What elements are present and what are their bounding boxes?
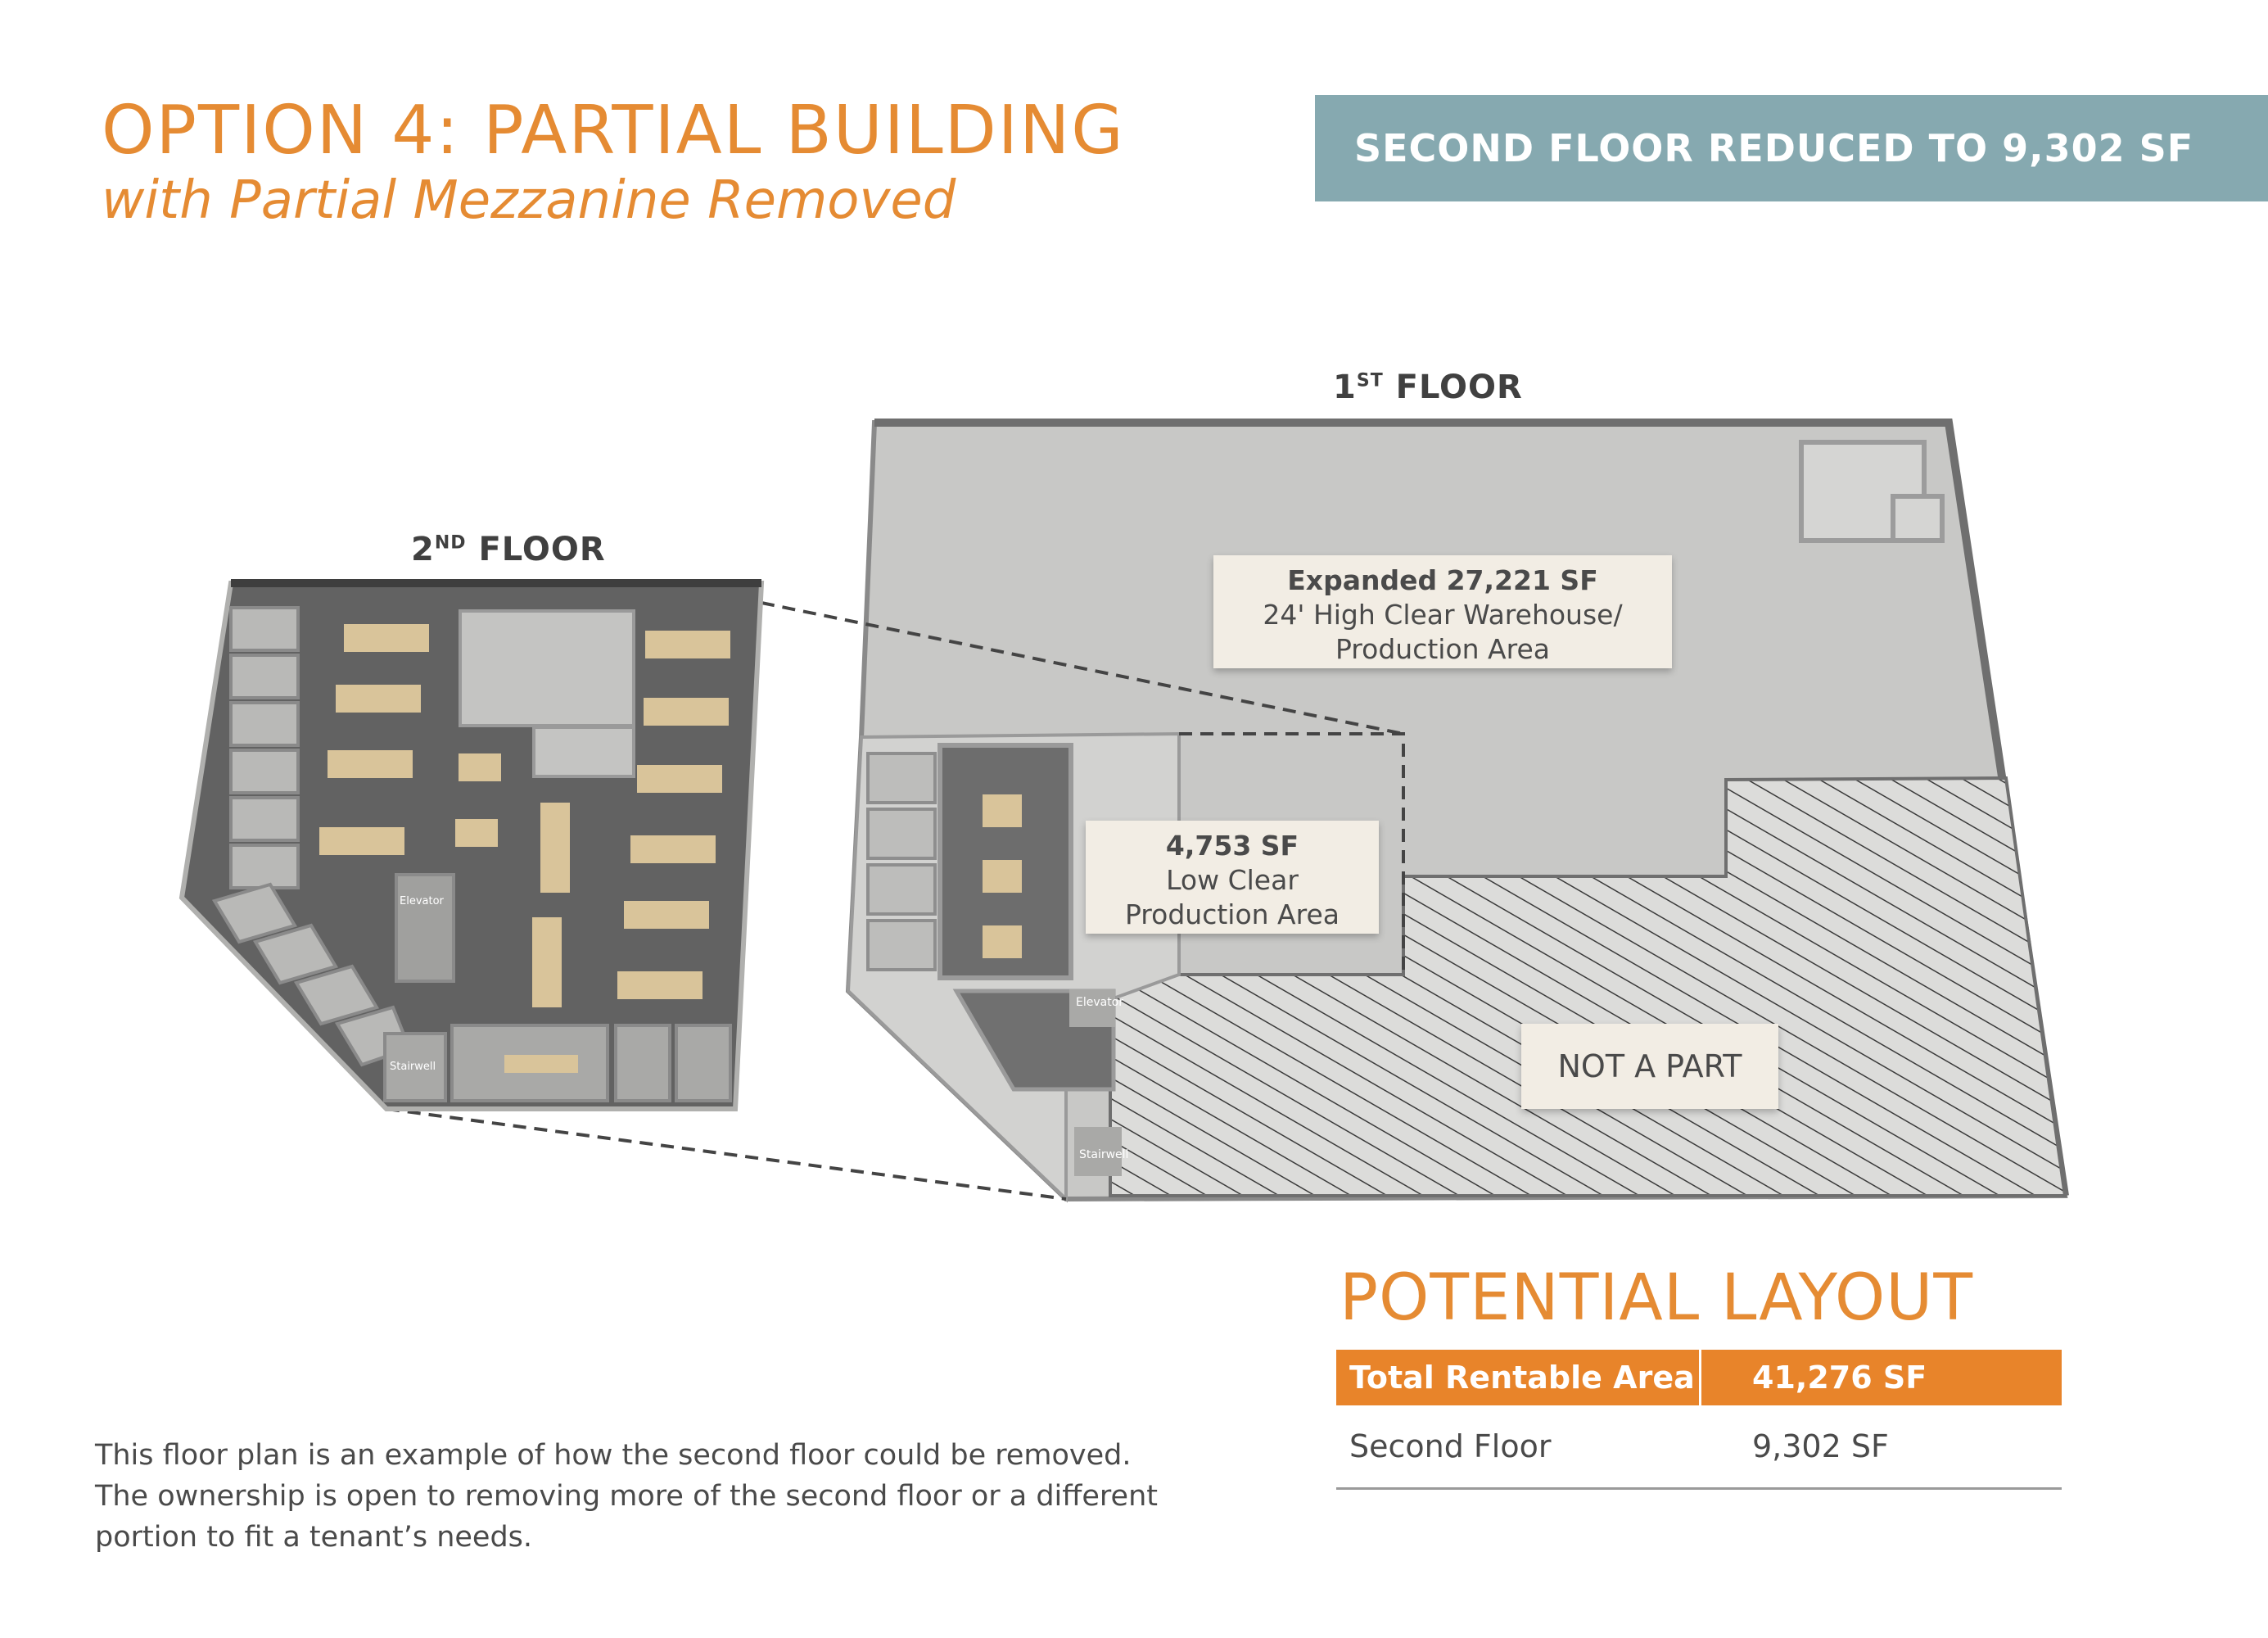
reduction-banner: SECOND FLOOR REDUCED TO 9,302 SF: [1315, 95, 2268, 201]
restroom-rooms: [1799, 440, 1945, 543]
elevator-label: Elevator: [1076, 996, 1123, 1009]
second-floor-elevator: [395, 873, 455, 983]
second-floor-plan: Elevator Stairwell: [178, 579, 765, 1111]
second-floor-label: Second Floor: [1349, 1428, 1552, 1464]
mezzanine-outline: [1179, 732, 1405, 975]
second-elevator-label: Elevator: [400, 895, 445, 907]
page-subtitle: with Partial Mezzanine Removed: [102, 170, 956, 231]
second-floor-label: 2ND FLOOR: [411, 531, 606, 568]
warehouse-desc-2: Production Area: [1335, 633, 1550, 665]
table-header: Total Rentable Area 41,276 SF: [1336, 1350, 2062, 1405]
footnote-line-2: The ownership is open to removing more o…: [95, 1480, 1158, 1513]
second-floor-offices-left: [229, 606, 300, 889]
not-a-part-label: NOT A PART: [1557, 1048, 1742, 1084]
first-floor-label: 1ST FLOOR: [1333, 369, 1523, 406]
total-area-label: Total Rentable Area: [1336, 1350, 1701, 1405]
table-row: Second Floor 9,302 SF: [1336, 1405, 2062, 1490]
layout-title: POTENTIAL LAYOUT: [1340, 1261, 1974, 1335]
connector-line-bottom: [386, 1107, 1067, 1201]
warehouse-callout: Expanded 27,221 SF 24' High Clear Wareho…: [1213, 555, 1672, 668]
first-floor-offices-left: [866, 752, 937, 971]
banner-text: SECOND FLOOR REDUCED TO 9,302 SF: [1354, 126, 2194, 170]
page-title: OPTION 4: PARTIAL BUILDING: [102, 92, 1125, 170]
warehouse-sf: Expanded 27,221 SF: [1287, 564, 1598, 596]
first-floor-plan: Elevator Stairwell: [845, 419, 2069, 1203]
first-floor-workstations: [983, 794, 1022, 958]
connector-line-top: [761, 601, 1404, 735]
second-stairwell-label: Stairwell: [390, 1061, 436, 1073]
not-a-part-callout: NOT A PART: [1521, 1024, 1778, 1109]
area-table: Total Rentable Area 41,276 SF Second Flo…: [1336, 1350, 2062, 1490]
second-floor-rooms: [459, 609, 635, 727]
footnote-line-3: portion to fit a tenant’s needs.: [95, 1521, 533, 1554]
conference-table: [504, 1055, 578, 1073]
total-area-value: 41,276 SF: [1752, 1360, 1927, 1396]
production-callout: 4,753 SF Low Clear Production Area: [1086, 821, 1379, 934]
second-floor-value: 9,302 SF: [1752, 1428, 1889, 1464]
first-floor-stairwell: [1074, 1127, 1122, 1176]
stairwell-label: Stairwell: [1079, 1148, 1128, 1161]
production-desc-1: Low Clear: [1166, 864, 1299, 896]
warehouse-desc-1: 24' High Clear Warehouse/: [1263, 599, 1623, 631]
second-floor-workstations: [319, 624, 730, 1007]
production-sf: 4,753 SF: [1165, 830, 1299, 862]
first-floor-elevator: [1069, 989, 1115, 1027]
footnote: This floor plan is an example of how the…: [95, 1435, 1241, 1558]
production-desc-2: Production Area: [1124, 898, 1340, 930]
footnote-line-1: This floor plan is an example of how the…: [95, 1439, 1132, 1472]
